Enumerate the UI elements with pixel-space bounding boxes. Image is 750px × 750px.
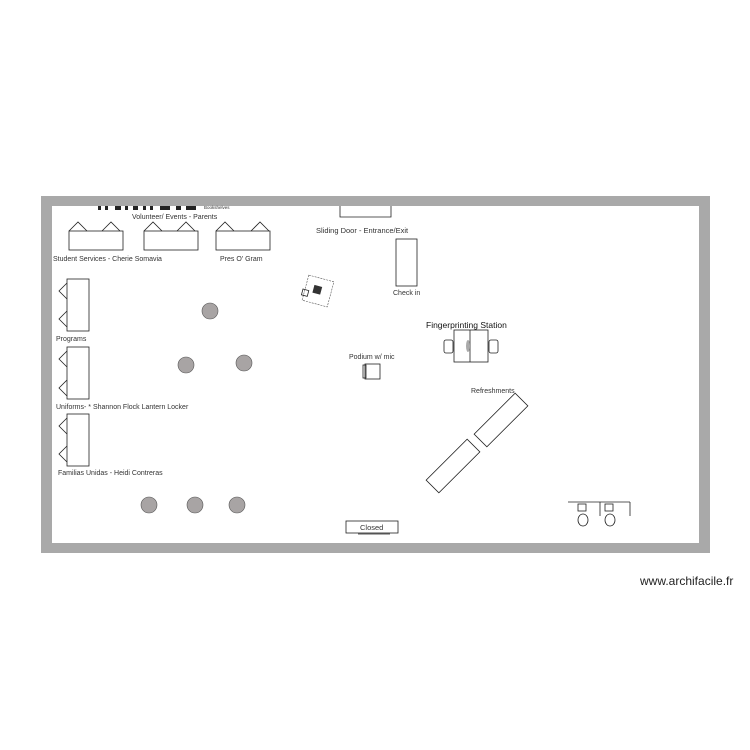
round-table (186, 496, 204, 514)
round-tables (140, 302, 253, 514)
closed-label: Closed (360, 523, 383, 532)
desk-with-chair (300, 274, 335, 308)
round-table (201, 302, 219, 320)
round-table (140, 496, 158, 514)
check-in-label: Check in (393, 290, 420, 297)
familias-label: Familias Unidas - Heidi Contreras (58, 470, 163, 477)
booth-table-pres-o-gram (215, 221, 271, 251)
booth-table-student-services (68, 221, 124, 251)
closed-door (345, 520, 399, 535)
round-table (228, 496, 246, 514)
volunteer-label: Volunteer/ Events - Parents (132, 214, 218, 221)
watermark: www.archifacile.fr (639, 574, 733, 588)
office-desks (568, 501, 631, 527)
booth-table-volunteer (143, 221, 199, 251)
refreshments-label: Refreshments (471, 388, 515, 395)
student-services-label: Student Services - Cherie Somavia (53, 256, 162, 263)
round-table (177, 356, 195, 374)
programs-label: Programs (56, 336, 87, 343)
check-in-table (395, 238, 418, 287)
booth-table-uniforms (58, 346, 90, 400)
bookshelves-label: Bookshelves (204, 205, 230, 210)
round-table (235, 354, 253, 372)
refreshments-table (425, 438, 481, 494)
refreshments-table (473, 392, 529, 448)
bookshelves (98, 206, 196, 210)
podium-label: Podium w/ mic (349, 354, 395, 361)
booth-table-programs (58, 278, 90, 332)
pres-o-gram-label: Pres O' Gram (220, 256, 263, 263)
fingerprinting-station (443, 329, 499, 363)
sliding-door-label: Sliding Door - Entrance/Exit (316, 226, 409, 235)
uniforms-label: Uniforms- * Shannon Flock Lantern Locker (56, 404, 189, 411)
sliding-door (339, 206, 392, 218)
podium (362, 363, 381, 380)
booth-table-familias-unidas (58, 413, 90, 467)
fingerprinting-label: Fingerprinting Station (426, 320, 507, 330)
